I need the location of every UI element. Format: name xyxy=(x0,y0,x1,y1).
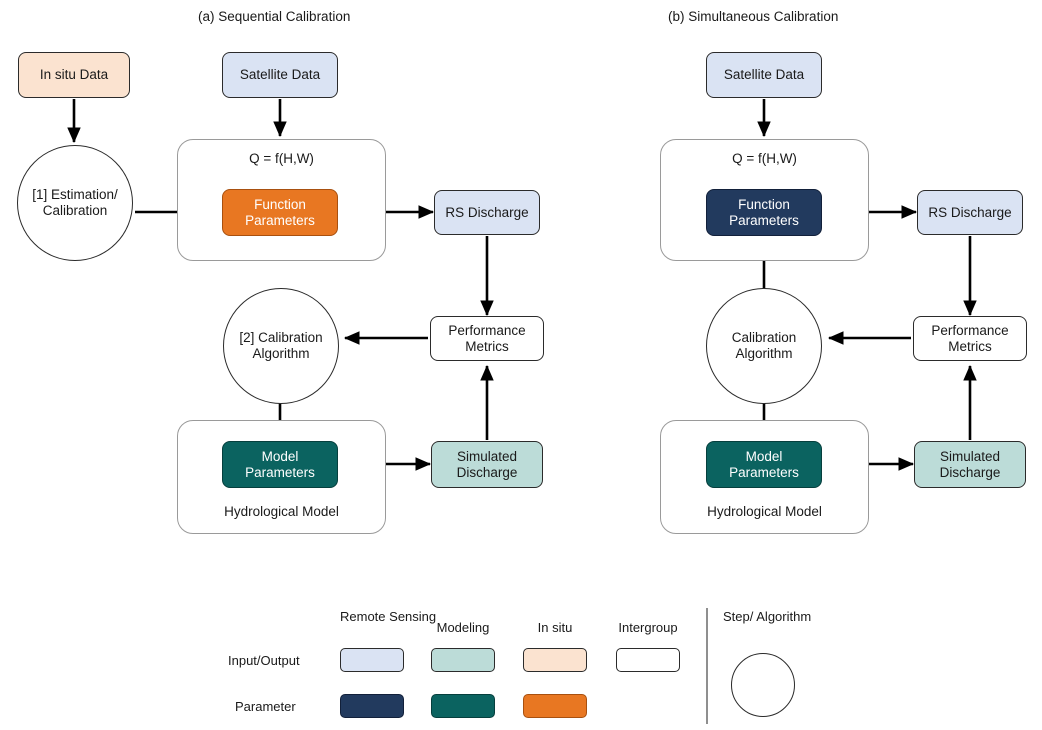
node-label-line-1: Simulated xyxy=(456,448,518,464)
node-label-line-2: Parameters xyxy=(729,464,799,480)
panel-title-simultaneous: (b) Simultaneous Calibration xyxy=(668,9,839,24)
legend-col-head-line-1: In situ xyxy=(537,620,573,635)
group-caption-function-b: Q = f(H,W) xyxy=(732,151,797,166)
legend-row-label-input-output: Input/Output xyxy=(228,653,300,668)
group-caption-hydrological-model-a: Hydrological Model xyxy=(224,504,339,519)
node-performance-metrics-a[interactable]: Performance Metrics xyxy=(430,316,544,361)
node-step-estimation-calibration-circle-a[interactable]: [1] Estimation/ Calibration xyxy=(17,145,133,261)
node-function-parameters-a[interactable]: Function Parameters xyxy=(222,189,338,236)
legend-col-head-line-1: Step/ xyxy=(723,609,754,624)
legend-swatch-in-situ-io xyxy=(523,648,587,672)
node-simulated-discharge-a[interactable]: Simulated Discharge xyxy=(431,441,543,488)
legend-swatch-remote-sensing-param xyxy=(340,694,404,718)
node-label-line-2: Discharge xyxy=(456,464,518,480)
group-function-a: Q = f(H,W) xyxy=(177,139,386,261)
legend-col-head-line-1: Intergroup xyxy=(618,620,678,635)
node-label-line-2: Metrics xyxy=(465,338,509,354)
legend-col-head-remote-sensing: Remote Sensing xyxy=(340,609,436,624)
circle-line-2: Estimation/ xyxy=(51,186,118,202)
node-model-parameters-b[interactable]: Model Parameters xyxy=(706,441,822,488)
group-caption-hydrological-model-b: Hydrological Model xyxy=(707,504,822,519)
node-label-line-2: Metrics xyxy=(948,338,992,354)
node-label-line-1: Performance xyxy=(448,322,526,338)
circle-line-3: Calibration xyxy=(42,203,108,218)
legend-divider xyxy=(706,608,708,724)
node-satellite-data-a[interactable]: Satellite Data xyxy=(222,52,338,98)
node-function-parameters-b[interactable]: Function Parameters xyxy=(706,189,822,236)
circle-line-2: Calibration xyxy=(258,329,323,345)
node-label-line-1: Performance xyxy=(931,322,1009,338)
circle-line-1: Calibration xyxy=(731,329,797,345)
legend-col-head-intergroup: Intergroup xyxy=(608,620,688,635)
node-label-line-1: Function xyxy=(738,196,790,212)
node-calibration-algorithm-circle-b[interactable]: Calibration Algorithm xyxy=(706,288,822,404)
legend-swatch-modeling-param xyxy=(431,694,495,718)
node-label-line-2: Parameters xyxy=(245,464,315,480)
node-label: RS Discharge xyxy=(928,204,1012,220)
node-rs-discharge-b[interactable]: RS Discharge xyxy=(917,190,1023,235)
circle-line-1: [2] xyxy=(239,329,255,345)
node-simulated-discharge-b[interactable]: Simulated Discharge xyxy=(914,441,1026,488)
legend-col-head-step-algorithm: Step/ Algorithm xyxy=(723,609,811,624)
legend-swatch-step-algorithm-circle xyxy=(731,653,795,717)
node-satellite-data-b[interactable]: Satellite Data xyxy=(706,52,822,98)
node-label: Satellite Data xyxy=(723,67,805,83)
node-label-line-2: Discharge xyxy=(939,464,1001,480)
node-label-line-1: Model xyxy=(261,448,299,464)
panel-title-sequential: (a) Sequential Calibration xyxy=(198,9,351,24)
node-label: Satellite Data xyxy=(239,67,321,83)
node-label: In situ Data xyxy=(39,67,109,83)
node-label-line-2: Parameters xyxy=(729,212,799,228)
legend-col-head-line-1: Remote xyxy=(340,609,386,624)
legend-row-label-parameter: Parameter xyxy=(235,699,296,714)
node-label-line-1: Function xyxy=(254,196,306,212)
node-label-line-1: Model xyxy=(745,448,783,464)
circle-line-2: Algorithm xyxy=(735,346,793,361)
node-performance-metrics-b[interactable]: Performance Metrics xyxy=(913,316,1027,361)
legend-swatch-in-situ-param xyxy=(523,694,587,718)
legend-col-head-line-2: Algorithm xyxy=(756,609,812,624)
legend-swatch-intergroup-io xyxy=(616,648,680,672)
node-calibration-algorithm-circle-a[interactable]: [2] Calibration Algorithm xyxy=(223,288,339,404)
legend-swatch-modeling-io xyxy=(431,648,495,672)
node-rs-discharge-a[interactable]: RS Discharge xyxy=(434,190,540,235)
circle-line-1: [1] xyxy=(32,186,48,202)
circle-line-3: Algorithm xyxy=(252,346,310,361)
legend-col-head-modeling: Modeling xyxy=(431,620,495,635)
legend-col-head-line-1: Modeling xyxy=(436,620,490,635)
legend-col-head-in-situ: In situ xyxy=(523,620,587,635)
node-model-parameters-a[interactable]: Model Parameters xyxy=(222,441,338,488)
legend-col-head-line-2: Sensing xyxy=(389,609,437,624)
group-caption-function-a: Q = f(H,W) xyxy=(249,151,314,166)
node-label-line-2: Parameters xyxy=(245,212,315,228)
node-label-line-1: Simulated xyxy=(939,448,1001,464)
legend-swatch-remote-sensing-io xyxy=(340,648,404,672)
node-label: RS Discharge xyxy=(445,204,529,220)
node-in-situ-data-a[interactable]: In situ Data xyxy=(18,52,130,98)
